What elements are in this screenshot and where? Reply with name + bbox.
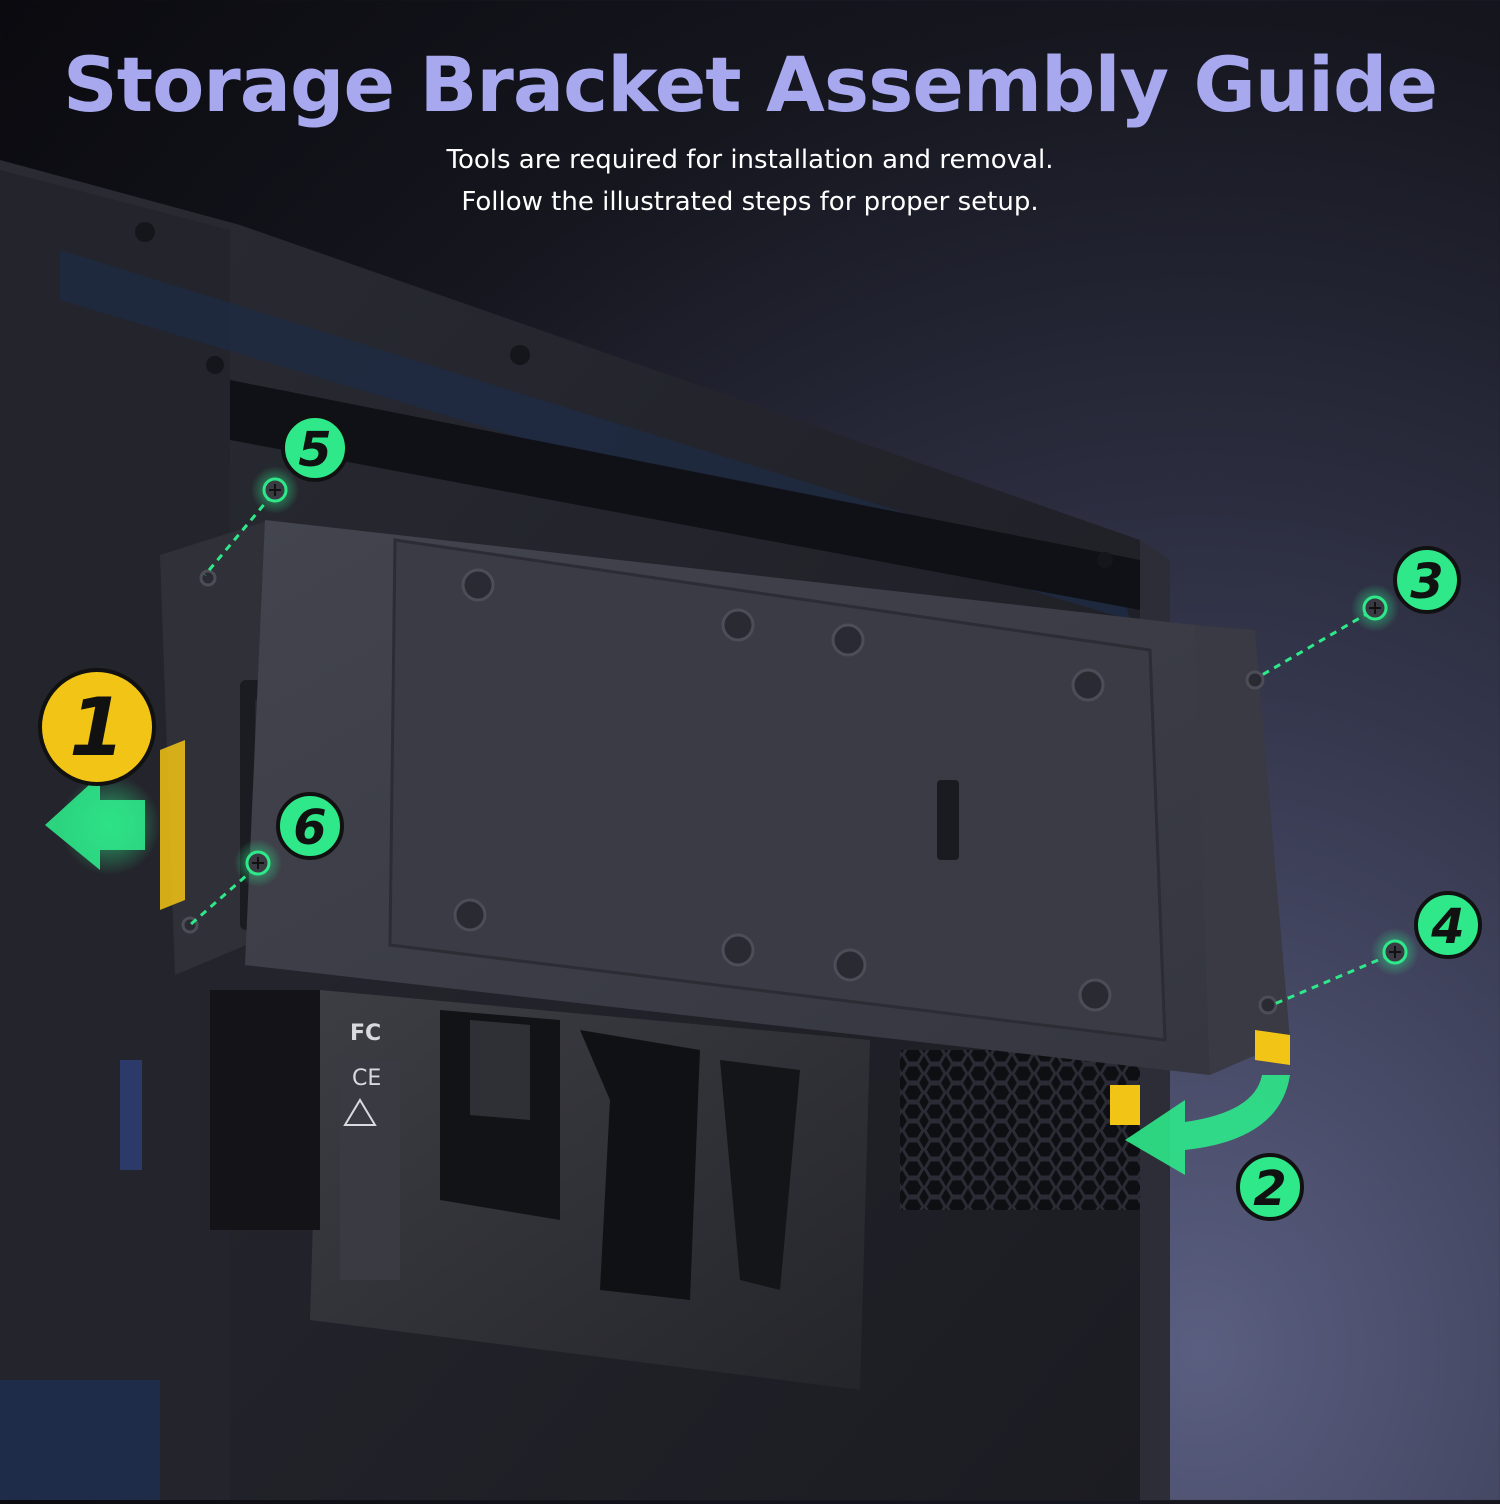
step-badge-2: 2 bbox=[1236, 1153, 1304, 1221]
ce-mark: CE bbox=[352, 1066, 381, 1091]
screw-icon bbox=[1351, 584, 1399, 632]
page-title: Storage Bracket Assembly Guide bbox=[63, 40, 1438, 129]
storage-bracket bbox=[160, 520, 1290, 1075]
slide-out-arrow-icon bbox=[45, 775, 160, 875]
step-number: 4 bbox=[1430, 899, 1464, 955]
step-number: 2 bbox=[1253, 1161, 1286, 1217]
yellow-latch bbox=[1110, 1085, 1140, 1125]
motherboard: FC CE bbox=[210, 990, 870, 1390]
screw-icon bbox=[1371, 928, 1419, 976]
step-number: 1 bbox=[69, 681, 125, 774]
screws bbox=[234, 466, 1419, 976]
fc-mark: FC bbox=[350, 1021, 381, 1046]
step-badge-4: 4 bbox=[1414, 891, 1482, 959]
step-number: 6 bbox=[293, 800, 326, 856]
screw-icon bbox=[234, 839, 282, 887]
screw-icon bbox=[251, 466, 299, 514]
rotate-arrow-icon bbox=[1125, 1075, 1290, 1175]
step-number: 3 bbox=[1410, 554, 1443, 610]
step-badge-3: 3 bbox=[1393, 546, 1461, 614]
subtitle-line-2: Follow the illustrated steps for proper … bbox=[461, 187, 1039, 217]
step-badge-6: 6 bbox=[276, 792, 344, 860]
step-badge-1: 1 bbox=[38, 668, 156, 786]
subtitle-line-1: Tools are required for installation and … bbox=[446, 145, 1054, 175]
step-badge-5: 5 bbox=[281, 414, 349, 482]
step-number: 5 bbox=[298, 422, 331, 478]
